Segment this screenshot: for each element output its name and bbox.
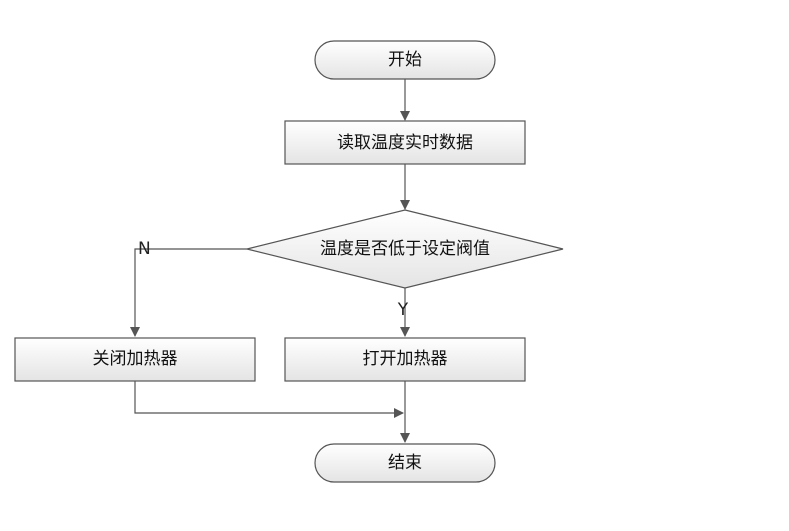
start-label: 开始	[388, 50, 422, 70]
read-data-node: 读取温度实时数据	[284, 120, 526, 165]
heater-off-label: 关闭加热器	[93, 349, 178, 369]
decision-node: 温度是否低于设定阀值	[246, 209, 564, 289]
heater-on-node: 打开加热器	[284, 337, 526, 382]
heater-on-label: 打开加热器	[363, 349, 448, 369]
edge-label-yes: Y	[397, 300, 409, 320]
edge-heater-off-to-merge	[134, 381, 404, 418]
end-node: 结束	[314, 443, 496, 483]
edge-label-no: N	[138, 239, 151, 259]
start-node: 开始	[314, 40, 496, 80]
heater-off-node: 关闭加热器	[14, 337, 256, 382]
edge-decision-to-heater-off	[130, 248, 247, 337]
read-data-label: 读取温度实时数据	[337, 133, 473, 153]
end-label: 结束	[388, 453, 422, 473]
decision-label: 温度是否低于设定阀值	[320, 239, 490, 259]
